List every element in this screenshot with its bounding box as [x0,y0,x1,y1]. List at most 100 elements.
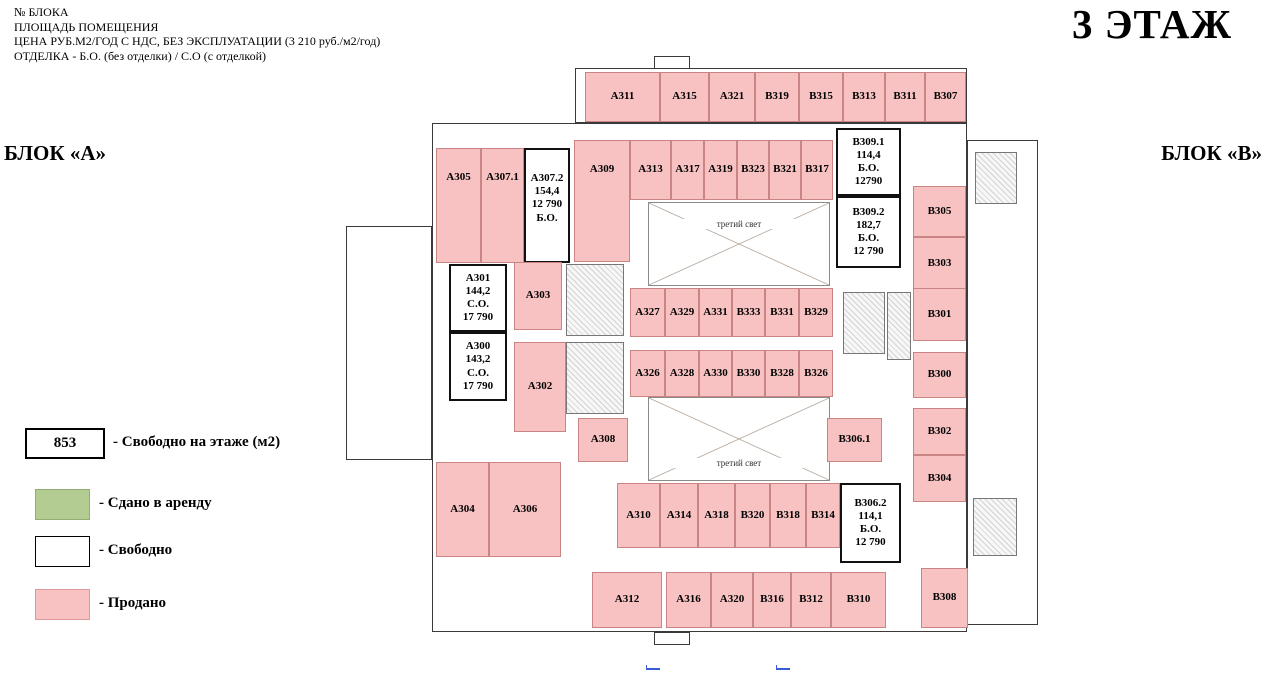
legend-free-area-label: - Свободно на этаже (м2) [113,434,281,450]
room-А317: А317 [671,140,704,200]
room-В315: В315 [799,72,843,122]
header-line-price: ЦЕНА РУБ.М2/ГОД С НДС, БЕЗ ЭКСПЛУАТАЦИИ … [14,34,381,48]
stair-core-a-lower [566,342,624,414]
room-А311: А311 [585,72,660,122]
room-label: В323 [741,163,765,176]
atrium-lower-label: третий свет [649,458,829,468]
room-label: В329 [804,305,828,318]
room-label: 12790 [854,175,883,188]
room-В319: В319 [755,72,799,122]
room-label: В328 [770,366,794,379]
room-label: А315 [672,90,697,103]
room-В328: В328 [765,350,799,397]
room-label: В331 [770,305,794,318]
room-label: А327 [635,305,660,318]
building-outline-bottom-protrusion [654,632,690,645]
room-А320: А320 [711,572,753,628]
room-А309: А309 [574,140,630,262]
room-label: В306.1 [838,433,871,446]
room-В306.1: В306.1 [827,418,882,462]
room-label: В308 [932,591,957,604]
room-label: А300 [465,340,491,353]
room-label: А330 [703,366,728,379]
room-label: В330 [736,366,761,379]
room-label: 17 790 [462,311,494,324]
elevator-bank-b [843,292,885,354]
room-label: 12 790 [855,536,886,549]
room-label: А326 [635,366,660,379]
room-label: В309.2 [852,205,885,218]
room-В323: В323 [737,140,769,200]
room-В302: В302 [913,408,966,455]
room-В316: В316 [753,572,791,628]
room-А313: А313 [630,140,671,200]
room-В320: В320 [735,483,770,548]
room-label: 182,7 [856,218,881,231]
room-label: В309.1 [852,135,885,148]
room-А315: А315 [660,72,709,122]
room-label: Б.О. [536,211,558,224]
room-label: В300 [927,368,952,381]
room-label: А311 [610,90,635,103]
room-А304: А304 [436,462,489,557]
room-В311: В311 [885,72,925,122]
room-label: В311 [893,90,917,103]
room-label: 12 790 [531,198,563,211]
room-В308: В308 [921,568,968,628]
room-label: А329 [669,305,695,318]
room-label: А312 [614,593,640,606]
room-label: А314 [666,508,692,521]
room-label: В320 [740,508,765,521]
room-А308: А308 [578,418,628,462]
room-label: В301 [927,307,952,320]
room-label: Б.О. [857,162,880,174]
room-label: 114,4 [856,148,881,161]
legend-sold-swatch [35,589,90,620]
room-А331: А331 [699,288,732,337]
room-label: 144,2 [465,284,491,297]
room-В333: В333 [732,288,765,337]
room-В307: В307 [925,72,966,122]
room-В331: В331 [765,288,799,337]
room-label: В302 [927,424,952,437]
room-А305: А305 [436,148,481,263]
room-label: В304 [927,471,952,484]
room-В330: В330 [732,350,765,397]
room-label: 12 790 [853,245,884,258]
legend-free-label: - Свободно [99,542,173,558]
room-label: А307.2 [530,172,564,184]
room-label: А310 [626,508,651,521]
room-label: В317 [805,163,829,176]
room-А321: А321 [709,72,755,122]
room-label: Б.О. [859,523,882,535]
room-В300: В300 [913,352,966,398]
room-label: Б.О. [857,232,880,244]
room-label: А304 [450,502,475,515]
floor-title: 3 ЭТАЖ [1071,1,1232,47]
legend-sold-label: - Продано [99,595,167,611]
room-label: А319 [708,163,733,176]
room-В301: В301 [913,288,966,341]
header-line-block-number: № БЛОКА [14,5,69,19]
room-label: 114,1 [858,509,883,522]
atrium-upper-label: третий свет [649,219,829,229]
atrium-upper: третий свет [648,202,830,286]
room-А327: А327 [630,288,665,337]
room-label: В305 [927,204,952,217]
room-label: А306 [512,502,538,515]
room-В317: В317 [801,140,833,200]
room-label: В326 [804,366,828,379]
room-label: А302 [527,380,553,393]
room-В305: В305 [913,186,966,237]
room-label: А307.1 [486,171,519,183]
room-label: А321 [719,90,745,103]
room-label: В307 [933,90,958,103]
room-В321: В321 [769,140,801,200]
legend-rented-label: - Сдано в аренду [99,495,212,511]
legend-free-swatch [35,536,90,567]
